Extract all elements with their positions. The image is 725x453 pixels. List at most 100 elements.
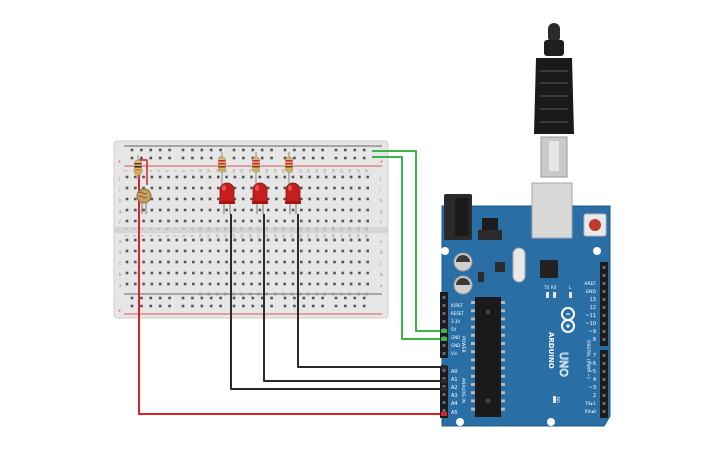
pin-label: ~10 bbox=[585, 321, 596, 327]
column-number: 9 bbox=[190, 170, 194, 172]
column-number: 20 bbox=[282, 169, 286, 173]
breadboard-hole bbox=[258, 208, 262, 212]
column-number: 28 bbox=[348, 292, 352, 296]
header-pin[interactable] bbox=[602, 290, 606, 293]
chip-pin bbox=[471, 325, 475, 329]
breadboard-hole bbox=[140, 156, 143, 160]
breadboard-hole bbox=[168, 296, 171, 300]
header-pin[interactable] bbox=[442, 393, 446, 396]
header-pin[interactable] bbox=[602, 306, 606, 309]
reset-button-icon[interactable] bbox=[583, 213, 607, 237]
breadboard-hole bbox=[225, 271, 228, 275]
header-pin[interactable] bbox=[602, 362, 606, 365]
resistor-icon[interactable] bbox=[285, 152, 293, 186]
header-pin[interactable] bbox=[442, 352, 446, 355]
column-number: 16 bbox=[249, 227, 253, 231]
wire-gnd[interactable] bbox=[372, 156, 447, 340]
header-pin[interactable] bbox=[602, 386, 606, 389]
header-pin[interactable] bbox=[602, 322, 606, 325]
column-number: 22 bbox=[298, 169, 302, 173]
header-pin[interactable] bbox=[602, 370, 606, 373]
header-pin[interactable] bbox=[602, 314, 606, 317]
breadboard-hole bbox=[150, 282, 154, 286]
wire-5v[interactable] bbox=[372, 150, 447, 332]
rx-label: RX bbox=[551, 285, 557, 290]
breadboard-hole bbox=[266, 260, 270, 264]
wire-photoresistor-signal[interactable] bbox=[138, 160, 447, 415]
column-number: 29 bbox=[356, 227, 360, 231]
breadboard-hole bbox=[175, 260, 179, 264]
breadboard-hole bbox=[140, 304, 143, 308]
led-icon[interactable] bbox=[285, 182, 301, 214]
header-pin[interactable] bbox=[442, 344, 446, 347]
breadboard-hole bbox=[158, 148, 162, 152]
resistor-icon[interactable] bbox=[252, 152, 260, 186]
header-pin[interactable] bbox=[442, 296, 446, 299]
breadboard-hole bbox=[353, 304, 357, 308]
column-number: 29 bbox=[356, 292, 360, 296]
breadboard-hole bbox=[321, 156, 324, 160]
breadboard-hole bbox=[208, 197, 212, 201]
breadboard-hole bbox=[208, 175, 212, 179]
led-icon[interactable] bbox=[219, 182, 235, 214]
header-pin[interactable] bbox=[602, 378, 606, 381]
column-number: 1 bbox=[124, 228, 128, 230]
wire-led2-signal[interactable] bbox=[263, 214, 447, 382]
header-pin[interactable] bbox=[602, 298, 606, 301]
breadboard-hole bbox=[232, 304, 236, 308]
breadboard-hole bbox=[158, 156, 162, 160]
header-pin[interactable] bbox=[442, 377, 446, 380]
photoresistor-icon[interactable] bbox=[136, 188, 152, 214]
breadboard-hole bbox=[258, 282, 262, 286]
header-pin[interactable] bbox=[442, 320, 446, 323]
resistor-icon[interactable] bbox=[134, 155, 142, 180]
breadboard-hole bbox=[334, 148, 338, 152]
column-number: 24 bbox=[315, 169, 319, 173]
led-icon[interactable] bbox=[252, 182, 268, 214]
breadboard-hole bbox=[140, 148, 143, 152]
breadboard-hole bbox=[316, 208, 320, 212]
breadboard-hole bbox=[324, 260, 328, 264]
breadboard-hole bbox=[344, 296, 347, 300]
column-number: 17 bbox=[257, 227, 261, 231]
breadboard-hole bbox=[275, 249, 278, 253]
column-number: 11 bbox=[207, 227, 211, 231]
header-pin[interactable] bbox=[442, 312, 446, 315]
column-number: 26 bbox=[332, 292, 336, 296]
header-pin[interactable] bbox=[442, 304, 446, 307]
header-pin[interactable] bbox=[602, 354, 606, 357]
header-pin[interactable] bbox=[602, 338, 606, 341]
breadboard-hole bbox=[241, 219, 245, 223]
breadboard-hole bbox=[358, 219, 361, 223]
breadboard-hole bbox=[333, 271, 336, 275]
wire-led1-signal[interactable] bbox=[230, 214, 447, 390]
breadboard-hole bbox=[334, 304, 338, 308]
breadboard-hole bbox=[324, 238, 328, 242]
breadboard-hole bbox=[334, 156, 338, 160]
breadboard-hole bbox=[266, 282, 270, 286]
header-pin[interactable] bbox=[602, 410, 606, 413]
header-pin[interactable] bbox=[602, 330, 606, 333]
header-pin[interactable] bbox=[442, 409, 446, 412]
breadboard-hole bbox=[366, 271, 369, 275]
breadboard-hole bbox=[302, 296, 306, 300]
header-pin[interactable] bbox=[602, 394, 606, 397]
header-pin[interactable] bbox=[442, 385, 446, 388]
column-number: 21 bbox=[290, 234, 294, 238]
header-pin[interactable] bbox=[602, 274, 606, 277]
resistor-icon[interactable] bbox=[218, 152, 226, 186]
header-pin[interactable] bbox=[602, 402, 606, 405]
header-pin[interactable] bbox=[602, 282, 606, 285]
header-pin[interactable] bbox=[442, 401, 446, 404]
column-number: 5 bbox=[157, 235, 161, 237]
wire-led3-signal[interactable] bbox=[297, 214, 447, 368]
breadboard-hole bbox=[324, 271, 328, 275]
header-pin[interactable] bbox=[442, 369, 446, 372]
breadboard-hole bbox=[321, 304, 324, 308]
breadboard-hole bbox=[308, 186, 311, 190]
breadboard-hole bbox=[324, 186, 328, 190]
power-header bbox=[440, 292, 448, 358]
header-pin[interactable] bbox=[602, 266, 606, 269]
breadboard-hole bbox=[175, 186, 179, 190]
usb-cable-icon[interactable] bbox=[534, 23, 574, 178]
